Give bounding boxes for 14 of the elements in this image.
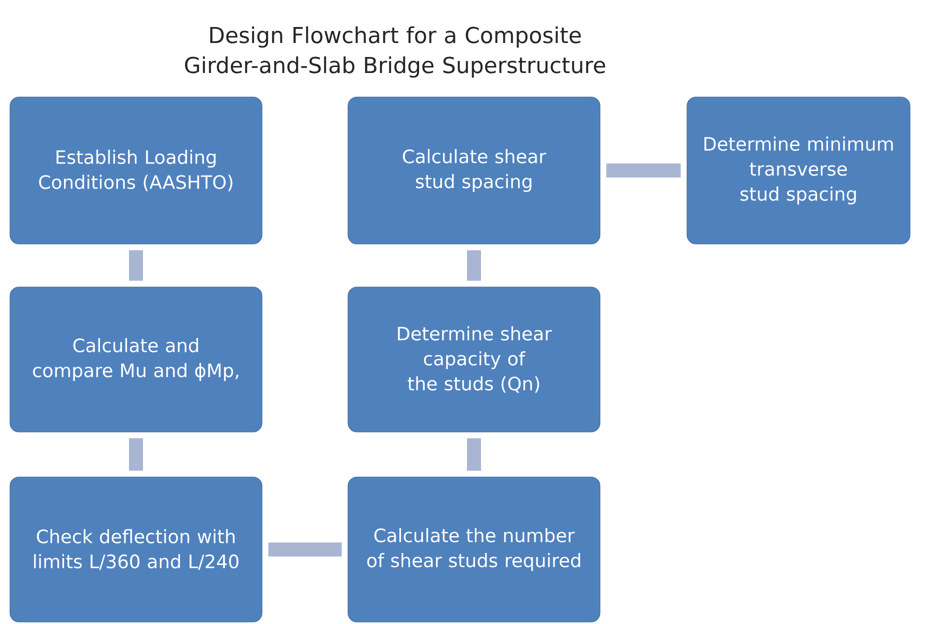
process-box: Determine shear capacity of the studs (Qn) xyxy=(348,286,600,432)
connector-bar xyxy=(268,542,342,556)
title: Design Flowchart for a Composite Girder-and-Slab Bridge Superstructure xyxy=(185,26,606,78)
connector-bar xyxy=(467,438,481,471)
connector-bar xyxy=(129,438,143,471)
process-box: Calculate the number of shear studs required xyxy=(348,476,600,622)
connector-bar xyxy=(129,250,143,281)
process-box: Establish Loading Conditions (AASHTO) xyxy=(10,96,262,244)
process-box: Determine minimum transverse stud spacing xyxy=(686,96,910,244)
process-box: Calculate shear stud spacing xyxy=(348,96,600,244)
process-box: Check deflection with limits L/360 and L/240 xyxy=(10,476,262,622)
process-box: Calculate and compare Mu and ϕMp, xyxy=(10,286,262,432)
connector-bar xyxy=(467,250,481,281)
connector-bar xyxy=(606,164,681,178)
